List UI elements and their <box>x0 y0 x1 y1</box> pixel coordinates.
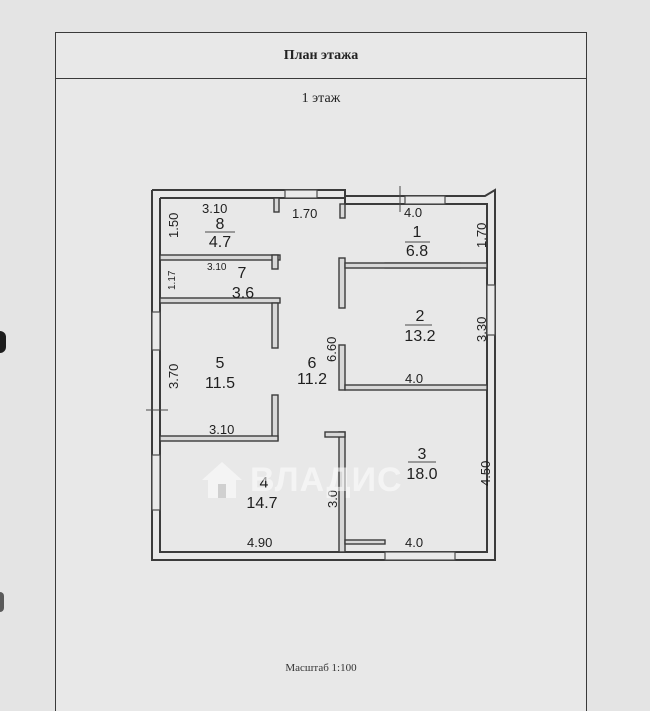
room-6-area: 11.2 <box>297 371 327 388</box>
room-6-number: 6 <box>308 355 317 372</box>
dim-40-bottom: 4.0 <box>405 535 423 550</box>
interior-walls <box>159 197 488 553</box>
dim-30: 3.0 <box>325 490 340 508</box>
sheet-title: План этажа <box>56 33 586 79</box>
dim-150: 1.50 <box>166 213 181 238</box>
room-7-area: 3.6 <box>232 285 254 302</box>
room-2-area: 13.2 <box>404 328 435 345</box>
house-logo-icon <box>202 462 242 498</box>
dim-660: 6.60 <box>324 337 339 362</box>
dim-170-right: 1.70 <box>474 223 489 248</box>
dim-40-top: 4.0 <box>404 205 422 220</box>
room-4-number: 4 <box>260 475 269 492</box>
floor-plan-sheet: План этажа 1 этаж Масштаб 1:100 <box>55 32 587 711</box>
dim-370: 3.70 <box>166 364 181 389</box>
floor-label: 1 этаж <box>301 91 341 106</box>
room-7-number: 7 <box>238 265 247 282</box>
binder-hole-top <box>0 331 6 353</box>
dim-40-mid: 4.0 <box>405 371 423 386</box>
room-3-number: 3 <box>418 446 427 463</box>
construction-marks <box>146 186 436 463</box>
dim-170-top: 1.70 <box>292 206 317 221</box>
dim-117: 1.17 <box>167 270 178 290</box>
room-1-number: 1 <box>413 224 422 241</box>
room-3-area: 18.0 <box>406 466 437 483</box>
room-4-area: 14.7 <box>246 495 277 512</box>
room-5-number: 5 <box>216 355 225 372</box>
outer-wall <box>151 188 496 561</box>
room-8-area: 4.7 <box>209 234 231 251</box>
dim-450: 4.50 <box>478 461 493 486</box>
binder-hole-bottom <box>0 592 4 612</box>
dim-490: 4.90 <box>247 535 272 550</box>
room-8-number: 8 <box>216 216 225 233</box>
watermark-text: ВЛАДИС <box>250 460 403 499</box>
dimension-labels: 3.10 1.70 4.0 1.50 1.70 1.17 3.10 6.60 3… <box>166 201 493 550</box>
watermark: ВЛАДИС <box>200 460 403 500</box>
scale-label: Масштаб 1:100 <box>285 662 357 674</box>
dim-310-low: 3.10 <box>209 422 234 437</box>
room-2-number: 2 <box>416 308 425 325</box>
room-labels: 1 6.8 2 13.2 3 18.0 4 14.7 5 11.5 6 11.2… <box>205 216 438 512</box>
dim-310-mid: 3.10 <box>207 262 227 273</box>
dim-330: 3.30 <box>474 317 489 342</box>
room-1-area: 6.8 <box>406 243 428 260</box>
room-5-area: 11.5 <box>205 375 235 392</box>
dim-310-top: 3.10 <box>202 201 227 216</box>
